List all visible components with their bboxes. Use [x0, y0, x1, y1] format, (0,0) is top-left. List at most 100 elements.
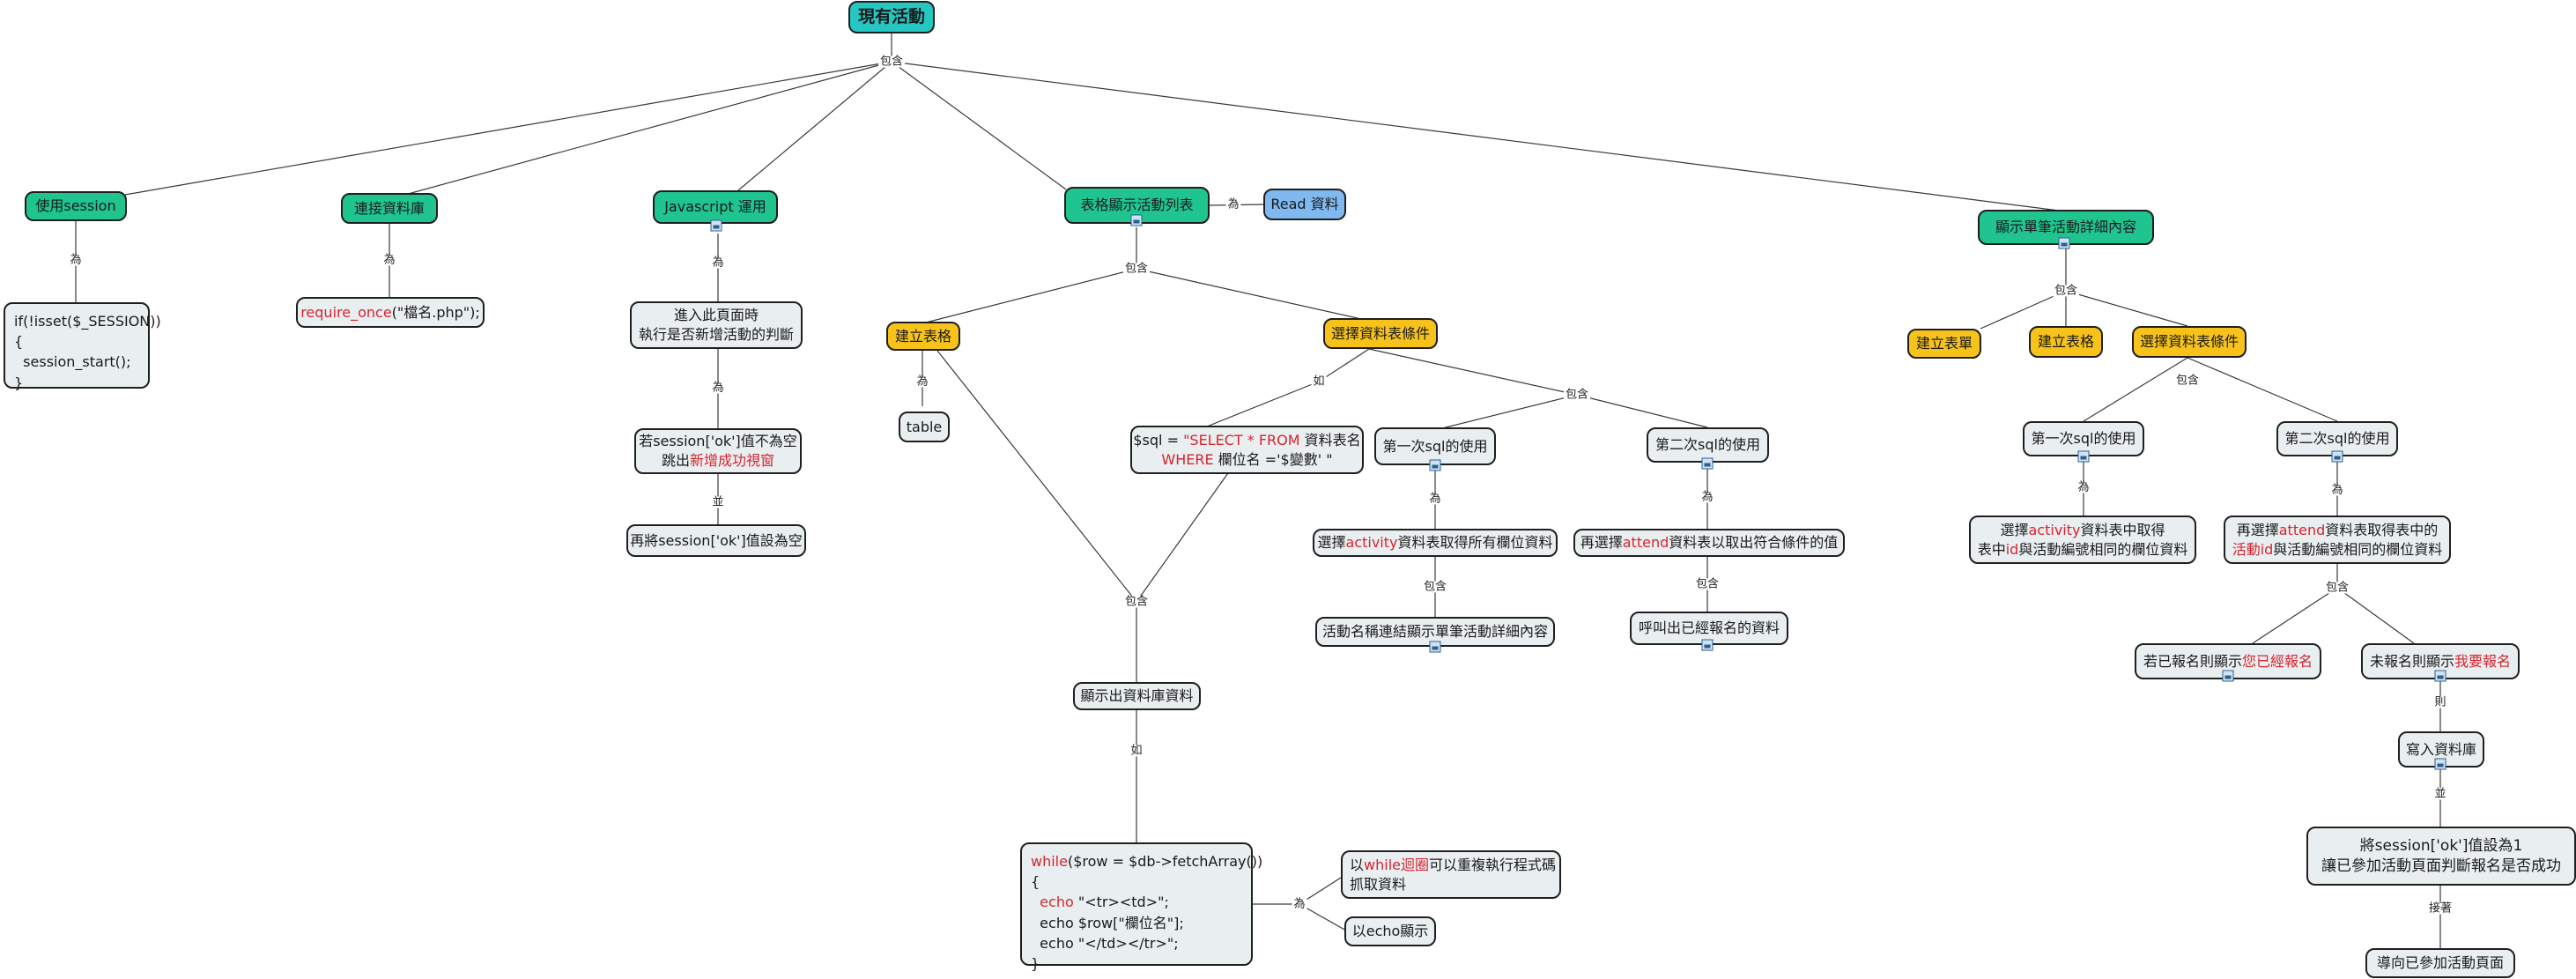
resource-icon[interactable]	[1701, 457, 1714, 470]
text-line: 將session['ok']值設為1	[2359, 836, 2523, 855]
edge-label: 並	[2432, 787, 2448, 801]
keyword-text: require_once	[300, 303, 392, 321]
node-js-step1[interactable]: 進入此頁面時 執行是否新增活動的判斷	[630, 301, 803, 349]
edge-label: 為	[2329, 483, 2345, 497]
resource-icon[interactable]	[1429, 459, 1441, 471]
text: 若已報名則顯示	[2143, 652, 2242, 670]
resource-icon[interactable]	[2434, 670, 2446, 682]
resource-icon[interactable]	[2222, 670, 2234, 682]
edge-label: 為	[2076, 480, 2091, 494]
resource-icon[interactable]	[710, 219, 722, 232]
node-second-sql[interactable]: 第二次sql的使用	[1647, 427, 1769, 463]
text: 表中	[1977, 540, 2006, 558]
edge-label: 為	[710, 381, 726, 395]
node-select-condition[interactable]: 選擇資料表條件	[1323, 318, 1438, 349]
edge-label: 包含	[2173, 374, 2202, 388]
text-line: 跳出	[661, 452, 690, 469]
node-while-code[interactable]: while($row = $db->fetchArray()) { echo "…	[1020, 842, 1262, 972]
node-connect-db[interactable]: 連接資料庫	[341, 193, 438, 224]
keyword-text: echo	[1040, 894, 1074, 911]
node-table-tag[interactable]: table	[899, 412, 950, 442]
node-sql-statement[interactable]: $sql = "SELECT * FROM 資料表名 WHERE 欄位名 ='$…	[1130, 426, 1364, 474]
highlight-text: id	[2005, 540, 2019, 558]
node-activity-detail[interactable]: 顯示單筆活動詳細內容	[1978, 210, 2154, 245]
text: 以	[1350, 856, 1365, 873]
edge-label: 包含	[1421, 580, 1449, 594]
node-redirect[interactable]: 導向已參加活動頁面	[2365, 948, 2515, 978]
edge-label: 包含	[877, 55, 906, 69]
code-line: echo "</td></tr>";	[1031, 934, 1179, 952]
text: 與活動編號相同的欄位資料	[2018, 540, 2188, 558]
node-read-data[interactable]: Read 資料	[1263, 189, 1346, 220]
node-detail-first-desc[interactable]: 選擇activity資料表中取得 表中id與活動編號相同的欄位資料	[1969, 515, 2196, 564]
edge-label: 為	[1292, 897, 1307, 911]
highlight-text: 您已經報名	[2242, 652, 2313, 670]
resource-icon[interactable]	[2434, 758, 2446, 770]
text: 與活動編號相同的欄位資料	[2273, 540, 2443, 558]
keyword-text: while	[1031, 853, 1068, 870]
node-detail-second-desc[interactable]: 再選擇attend資料表取得表中的 活動id與活動編號相同的欄位資料	[2224, 515, 2451, 564]
edge-label: 為	[710, 256, 726, 270]
code-line: }	[1031, 954, 1040, 972]
text-line: 抓取資料	[1350, 875, 1407, 893]
node-build-table[interactable]: 建立表格	[886, 322, 960, 351]
highlight-text: 新增成功視窗	[690, 452, 775, 469]
edge-label: 則	[2432, 695, 2448, 709]
code-line: session_start();	[14, 353, 131, 371]
code-line: echo $row["欄位名"];	[1031, 914, 1184, 931]
node-while-loop-desc[interactable]: 以while迴圈可以重複執行程式碼 抓取資料	[1341, 850, 1561, 899]
code-text: 欄位名 ='$變數' "	[1213, 450, 1333, 468]
edge-label: 為	[1225, 197, 1241, 211]
highlight-text: attend	[2278, 521, 2326, 538]
edge-label: 包含	[1122, 262, 1151, 276]
resource-icon[interactable]	[2077, 450, 2090, 463]
node-write-db[interactable]: 寫入資料庫	[2398, 731, 2484, 768]
node-session-code[interactable]: if(!isset($_SESSION)) { session_start();…	[4, 302, 161, 391]
node-require-once[interactable]: require_once ("檔名.php");	[296, 297, 485, 328]
node-javascript[interactable]: Javascript 運用	[653, 190, 778, 224]
node-detail-select-condition[interactable]: 選擇資料表條件	[2132, 326, 2247, 358]
keyword-text: "SELECT * FROM	[1183, 431, 1300, 449]
edge-label: 包含	[1563, 388, 1591, 402]
code-text: ("檔名.php");	[391, 303, 480, 321]
root-node[interactable]: 現有活動	[848, 1, 935, 33]
node-show-db-data[interactable]: 顯示出資料庫資料	[1073, 682, 1201, 710]
resource-icon[interactable]	[1429, 641, 1441, 653]
edge-label: 包含	[2323, 581, 2351, 595]
edge-label: 包含	[2052, 284, 2080, 298]
node-echo-show[interactable]: 以echo顯示	[1344, 916, 1436, 946]
node-build-form[interactable]: 建立表單	[1907, 329, 1981, 359]
text-line: 若session['ok']值不為空	[639, 433, 797, 450]
keyword-text: WHERE	[1161, 450, 1214, 468]
edge-label: 為	[914, 375, 930, 389]
node-js-step2[interactable]: 若session['ok']值不為空 跳出新增成功視窗	[634, 428, 802, 474]
code-line: {	[14, 333, 24, 351]
resource-icon[interactable]	[1130, 214, 1143, 226]
resource-icon[interactable]	[1701, 639, 1714, 651]
text: 未報名則顯示	[2369, 652, 2454, 670]
text-line: 讓已參加活動頁面判斷報名是否成功	[2321, 857, 2561, 875]
node-detail-build-table[interactable]: 建立表格	[2029, 326, 2103, 358]
text: 資料表以取出符合條件的值	[1669, 534, 1839, 552]
resource-icon[interactable]	[2331, 450, 2343, 463]
node-use-session[interactable]: 使用session	[25, 191, 127, 221]
text-line: 執行是否新增活動的判斷	[639, 326, 795, 343]
code-line: if(!isset($_SESSION))	[14, 313, 161, 330]
node-js-step3[interactable]: 再將session['ok']值設為空	[626, 524, 806, 557]
text: 資料表取得表中的	[2325, 521, 2439, 538]
node-set-session-ok[interactable]: 將session['ok']值設為1 讓已參加活動頁面判斷報名是否成功	[2306, 827, 2576, 886]
resource-icon[interactable]	[2058, 237, 2070, 249]
edge-label: 接著	[2426, 901, 2454, 916]
text: 再選擇	[1580, 534, 1623, 552]
text: 選擇	[1317, 534, 1346, 552]
code-text: $sql =	[1133, 431, 1184, 449]
node-detail-second-sql[interactable]: 第二次sql的使用	[2276, 421, 2398, 456]
text: 可以重複執行程式碼	[1428, 856, 1556, 873]
code-line: }	[14, 374, 24, 391]
node-already-signed[interactable]: 若已報名則顯示您已經報名	[2135, 643, 2321, 679]
edge-label: 包含	[1122, 595, 1151, 609]
edge-label: 包含	[1693, 577, 1721, 591]
text: 資料表取得所有欄位資料	[1397, 534, 1553, 552]
